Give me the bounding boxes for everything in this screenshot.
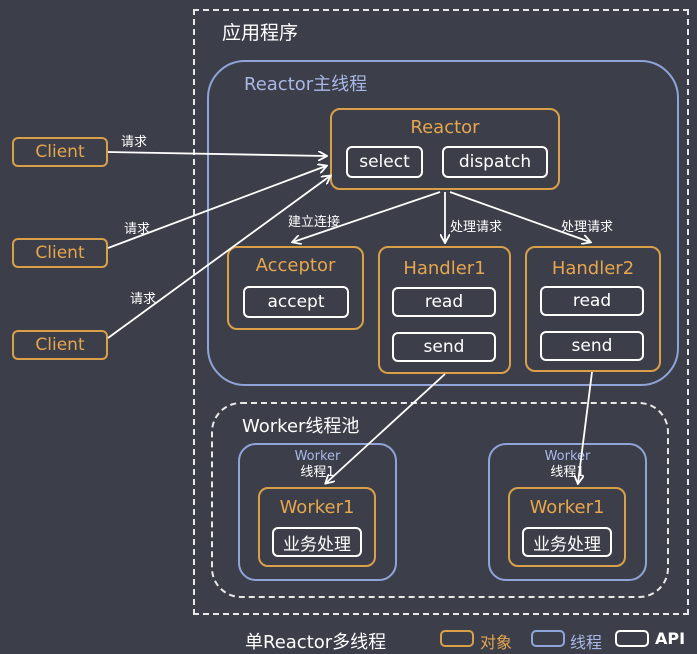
reactor-title: Reactor <box>410 117 480 138</box>
application-title: 应用程序 <box>222 22 299 44</box>
legend-object-swatch <box>440 630 474 647</box>
handler1-send-api: send <box>392 332 496 362</box>
arrow-client1-reactor <box>107 152 326 156</box>
legend-api-label: API <box>655 629 686 648</box>
diagram-caption: 单Reactor多线程 <box>245 632 387 653</box>
application-boundary <box>193 9 689 615</box>
worker-thread-1-label: Worker <box>294 449 341 464</box>
client-1: Client <box>12 137 108 167</box>
business-processing-api-a: 业务处理 <box>272 527 362 557</box>
legend-object-label: 对象 <box>480 633 513 652</box>
dispatch-api: dispatch <box>442 146 548 178</box>
handler1-title: Handler1 <box>403 258 486 279</box>
worker1-object-a: Worker1 业务处理 <box>258 487 376 567</box>
legend-thread-swatch <box>531 630 565 647</box>
handle-request-label-1: 处理请求 <box>450 220 503 235</box>
handler2-read-api: read <box>540 286 644 316</box>
legend-api-swatch <box>615 630 649 647</box>
legend-thread-label: 线程 <box>570 633 603 652</box>
handler1-read-api: read <box>392 287 496 317</box>
worker-thread-2-label: Worker <box>544 449 591 464</box>
select-api: select <box>346 146 423 178</box>
request-label-2: 请求 <box>124 222 151 237</box>
worker1-object-b: Worker1 业务处理 <box>508 487 626 567</box>
arrow-client3-reactor <box>107 176 330 339</box>
reactor-object: Reactor select dispatch <box>330 108 560 190</box>
worker-thread-pool <box>211 402 669 598</box>
handler2-title: Handler2 <box>551 258 635 279</box>
reactor-main-thread-title: Reactor主线程 <box>244 74 368 95</box>
worker-thread-2: Worker 线程1 Worker1 业务处理 <box>488 443 647 581</box>
connect-label: 建立连接 <box>288 215 341 230</box>
acceptor-title: Acceptor <box>255 255 336 276</box>
reactor-main-thread <box>207 60 679 386</box>
arrow-client2-reactor <box>107 166 326 249</box>
handler2-object: Handler2 read send <box>525 246 661 372</box>
handler1-object: Handler1 read send <box>378 246 511 374</box>
arrow-handler2-worker1 <box>578 371 593 483</box>
arrow-handler1-worker1 <box>326 373 446 483</box>
business-processing-api-b: 业务处理 <box>522 527 612 557</box>
arrow-reactor-handler2 <box>449 191 590 242</box>
worker-thread-1: Worker 线程1 Worker1 业务处理 <box>238 443 397 581</box>
client-2: Client <box>12 238 108 268</box>
worker1-title-b: Worker1 <box>529 497 605 518</box>
handle-request-label-2: 处理请求 <box>561 220 614 235</box>
client-3: Client <box>12 330 108 360</box>
worker-pool-title: Worker线程池 <box>242 416 360 437</box>
worker1-title-a: Worker1 <box>279 497 355 518</box>
request-label-1: 请求 <box>121 135 148 150</box>
request-label-3: 请求 <box>130 292 157 307</box>
acceptor-object: Acceptor accept <box>227 246 364 330</box>
handler2-send-api: send <box>540 331 644 361</box>
accept-api: accept <box>243 286 349 318</box>
arrow-reactor-acceptor <box>293 191 441 242</box>
